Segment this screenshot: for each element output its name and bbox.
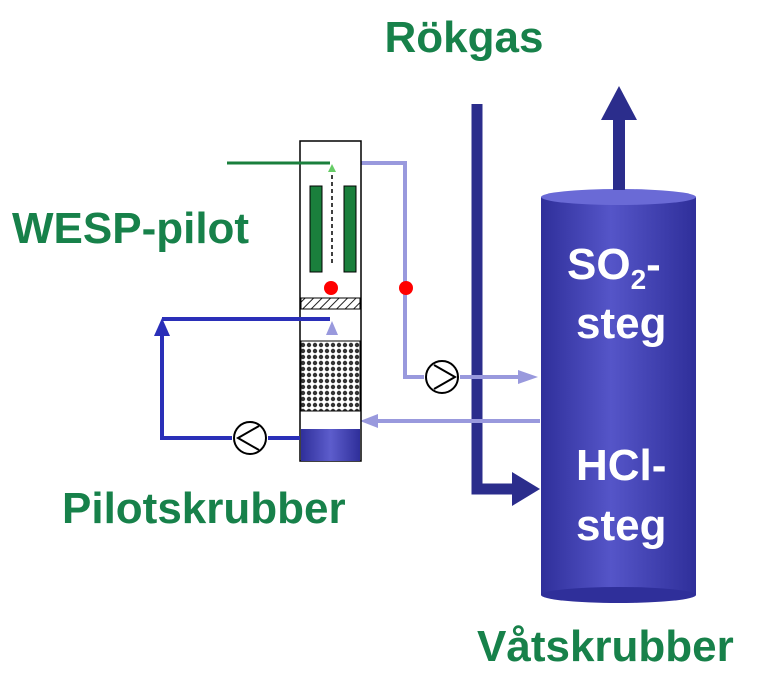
sample-point-right [399,281,413,295]
arrow-to-sump [360,414,378,428]
arrow-up-icon [601,86,637,190]
pilot-recirculation-loop [160,317,330,440]
pilotskrubber-label: Pilotskrubber [62,484,346,533]
sample-point-column [324,281,338,295]
hcl-steg-label-2: steg [576,501,666,550]
loop-arrow-up [154,318,170,336]
slipstream-lines [361,161,540,423]
hcl-steg-label: HCl- [576,441,666,490]
arrow-to-tower [518,370,538,384]
rokgas-label: Rökgas [385,13,544,62]
vatskrubber-label: Våtskrubber [477,622,734,671]
so2-steg-label: SO2- [567,240,661,295]
so2-steg-label-2: steg [576,299,666,348]
pump-icon [425,360,459,394]
pump-icon [233,421,267,455]
wesp-pilot-label: WESP-pilot [12,204,249,253]
flue-gas-line [471,104,540,506]
vatskrubber-tower [541,189,696,603]
wesp-pilot-column [299,140,362,462]
